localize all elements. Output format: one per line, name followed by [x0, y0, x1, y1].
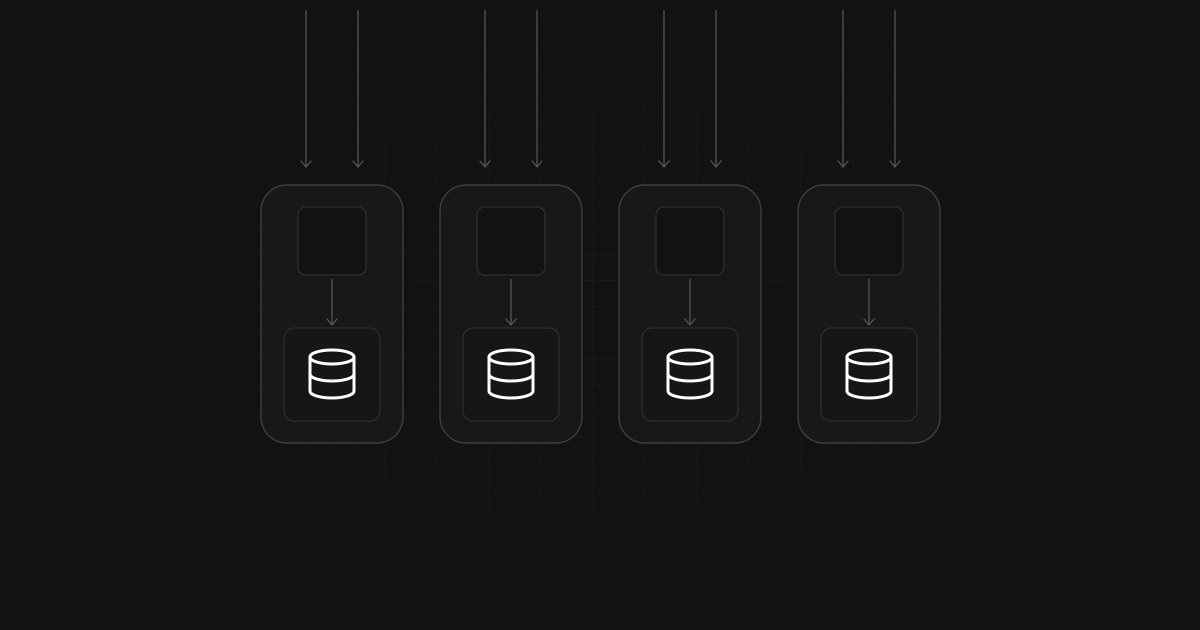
- arrow-head: [684, 318, 696, 326]
- database-icon: [308, 348, 356, 400]
- arrow-head: [505, 318, 517, 326]
- arrow-head: [837, 160, 849, 168]
- arrow-head: [658, 160, 670, 168]
- arrow-head: [531, 160, 543, 168]
- arrow-head: [479, 160, 491, 168]
- compute-box: [476, 206, 546, 276]
- arrow-head: [300, 160, 312, 168]
- service-unit: [260, 10, 404, 444]
- compute-box: [297, 206, 367, 276]
- compute-box: [655, 206, 725, 276]
- arrow-head: [326, 318, 338, 326]
- incoming-arrow: [352, 10, 364, 168]
- compute-box: [834, 206, 904, 276]
- arrow-head: [863, 318, 875, 326]
- internal-arrow: [326, 279, 338, 326]
- database-icon: [487, 348, 535, 400]
- internal-arrow: [684, 279, 696, 326]
- service-unit: [797, 10, 941, 444]
- arrow-head: [710, 160, 722, 168]
- database-box: [462, 327, 560, 422]
- database-icon: [666, 348, 714, 400]
- arrow-head: [889, 160, 901, 168]
- incoming-arrow: [300, 10, 312, 168]
- incoming-arrow: [658, 10, 670, 168]
- service-unit: [618, 10, 762, 444]
- incoming-arrow: [531, 10, 543, 168]
- database-box: [641, 327, 739, 422]
- database-icon: [845, 348, 893, 400]
- database-box: [820, 327, 918, 422]
- incoming-arrow: [837, 10, 849, 168]
- incoming-arrow: [889, 10, 901, 168]
- incoming-arrow: [479, 10, 491, 168]
- service-unit: [439, 10, 583, 444]
- incoming-arrow: [710, 10, 722, 168]
- database-box: [283, 327, 381, 422]
- internal-arrow: [505, 279, 517, 326]
- internal-arrow: [863, 279, 875, 326]
- arrow-head: [352, 160, 364, 168]
